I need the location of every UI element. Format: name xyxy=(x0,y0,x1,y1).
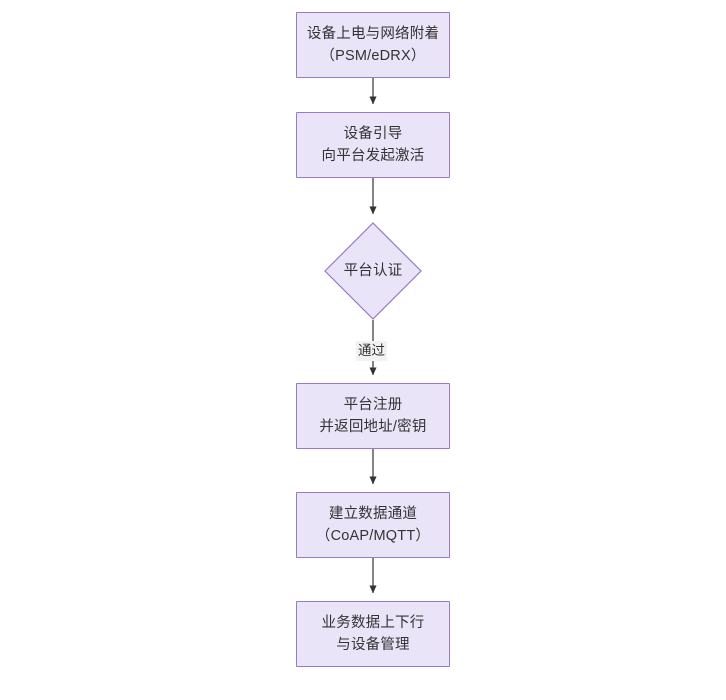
node-label-line: 向平台发起激活 xyxy=(321,148,425,164)
node-label-line: 设备引导 xyxy=(343,125,403,142)
node-label-line: 业务数据上下行 xyxy=(321,614,425,631)
node-establish-data-channel[interactable]: 建立数据通道 （CoAP/MQTT） xyxy=(296,492,450,558)
node-label-line: 平台认证 xyxy=(343,262,403,279)
node-label-line: 与设备管理 xyxy=(336,637,410,653)
node-label-line: 平台注册 xyxy=(343,396,403,413)
node-device-bootstrap[interactable]: 设备引导 向平台发起激活 xyxy=(296,112,450,178)
node-label-line: 建立数据通道 xyxy=(328,505,418,522)
edge-label-pass: 通过 xyxy=(356,341,387,361)
node-label-line: （CoAP/MQTT） xyxy=(315,528,431,544)
node-label-line: 并返回地址/密钥 xyxy=(319,419,427,435)
diamond-shape xyxy=(324,222,422,320)
node-business-data-and-device-management[interactable]: 业务数据上下行 与设备管理 xyxy=(296,601,450,667)
node-device-power-on[interactable]: 设备上电与网络附着 （PSM/eDRX） xyxy=(296,12,450,78)
node-platform-registration[interactable]: 平台注册 并返回地址/密钥 xyxy=(296,383,450,449)
node-label-line: 设备上电与网络附着 xyxy=(306,25,440,42)
node-label-line: （PSM/eDRX） xyxy=(320,48,426,64)
node-platform-authentication[interactable]: 平台认证 xyxy=(324,222,422,320)
